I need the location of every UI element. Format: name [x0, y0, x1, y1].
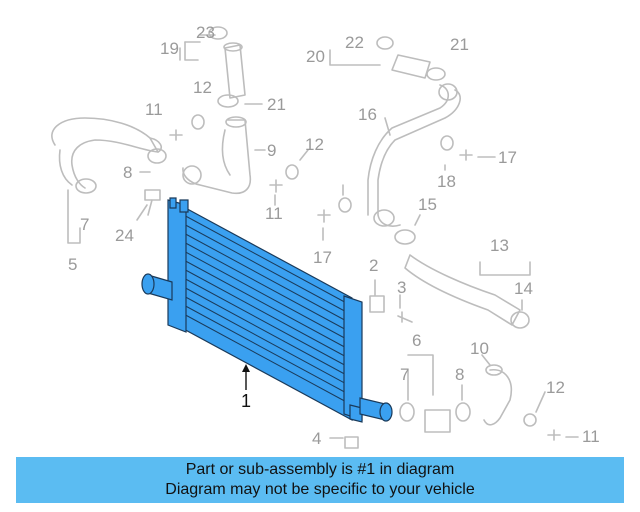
callout-17-right: 17: [498, 148, 517, 167]
clamp-15-drawing: [394, 229, 416, 245]
clamp-7-left-drawing: [75, 178, 97, 194]
hose-13-drawing: [404, 254, 530, 329]
callout-3: 3: [397, 278, 407, 297]
callout-22: 22: [345, 33, 364, 52]
callout-8-left: 8: [123, 163, 133, 182]
callout-12-lower: 12: [546, 378, 565, 397]
callout-21-top-right: 21: [450, 35, 469, 54]
callout-21-mid: 21: [267, 95, 286, 114]
callout-18-right: 18: [437, 172, 456, 191]
callout-1-main-part: 1: [241, 391, 252, 411]
callout-17-mid: 17: [313, 248, 332, 267]
banner-line-2: Diagram may not be specific to your vehi…: [165, 481, 475, 498]
callout-11-mid: 11: [265, 204, 283, 223]
callout-9: 9: [267, 141, 277, 160]
callout-20: 20: [306, 47, 325, 66]
pipe-9-drawing: [182, 116, 252, 195]
clamp-8-left-drawing: [147, 148, 167, 164]
callout-7-left: 7: [80, 215, 90, 234]
callout-11-top-left: 11: [145, 100, 163, 119]
callout-12-mid: 12: [305, 135, 324, 154]
hose-19-drawing: [223, 42, 246, 99]
callout-7-lower: 7: [400, 365, 410, 384]
clamp-21-upper-drawing: [217, 94, 239, 108]
callout-8-lower: 8: [455, 365, 465, 384]
intercooler-part-1: [141, 197, 393, 423]
callout-14: 14: [514, 279, 533, 298]
callout-12-top: 12: [193, 78, 212, 97]
parts-diagram: [51, 26, 579, 449]
callout-2: 2: [369, 256, 379, 275]
callout-5: 5: [68, 255, 78, 274]
info-banner: Part or sub-assembly is #1 in diagram Di…: [16, 457, 624, 503]
callout-23: 23: [196, 23, 215, 42]
callout-19: 19: [160, 39, 179, 58]
banner-line-1: Part or sub-assembly is #1 in diagram: [185, 461, 455, 478]
callout-4: 4: [312, 429, 322, 448]
pipe-16-drawing: [367, 83, 461, 227]
hose-20-drawing: [376, 36, 446, 81]
callout-24: 24: [115, 226, 134, 245]
callout-16: 16: [358, 105, 377, 124]
callout-15: 15: [418, 195, 437, 214]
callout-10: 10: [470, 339, 489, 358]
hose-5-drawing: [51, 117, 162, 189]
clamp-23-drawing: [208, 26, 228, 40]
callout-6: 6: [412, 331, 422, 350]
callout-13: 13: [490, 236, 509, 255]
callout-11-lower: 11: [582, 427, 600, 446]
